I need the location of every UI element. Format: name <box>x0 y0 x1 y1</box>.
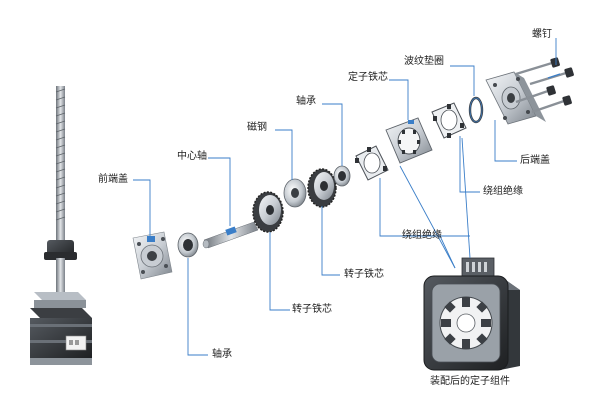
wave-washer-label: 波纹垫圈 <box>404 56 444 67</box>
wave-washer-part <box>468 96 484 124</box>
leader-lines <box>133 38 557 356</box>
screw-label: 螺钉 <box>532 29 552 40</box>
bearing-bottom-label: 轴承 <box>212 349 232 360</box>
rear-cover-label: 后端盖 <box>520 155 550 166</box>
rotor-core-left-label: 转子铁芯 <box>292 304 332 315</box>
bearing-top-part <box>333 165 351 187</box>
magnet-steel-label: 磁钢 <box>247 122 267 133</box>
magnet-steel-part <box>283 178 307 208</box>
screws-part <box>515 57 574 114</box>
center-shaft-label: 中心轴 <box>177 151 207 162</box>
center-shaft-part <box>202 221 259 249</box>
front-cover-label: 前端盖 <box>98 174 128 185</box>
bearing-bottom-part <box>177 232 199 258</box>
rear-cover-part <box>485 71 546 125</box>
winding-insulation-right-label: 绕组绝缘 <box>483 186 523 197</box>
rotor-core-right-part <box>307 168 337 208</box>
winding-insulation-right-part <box>431 102 467 139</box>
stator-core-label: 定子铁芯 <box>348 72 388 83</box>
rotor-core-left-part <box>252 191 284 233</box>
bearing-top-label: 轴承 <box>296 96 316 107</box>
stator-core-part <box>385 117 433 164</box>
winding-insulation-center-label: 绕组绝缘 <box>402 230 442 241</box>
assembled-stator-part <box>423 257 520 371</box>
front-cover-part <box>132 231 173 280</box>
winding-insulation-center-part <box>355 145 389 181</box>
lead-screw-motor <box>30 86 92 365</box>
assembled-stator-label: 装配后的定子组件 <box>430 376 510 387</box>
rotor-core-right-label: 转子铁芯 <box>344 269 384 280</box>
